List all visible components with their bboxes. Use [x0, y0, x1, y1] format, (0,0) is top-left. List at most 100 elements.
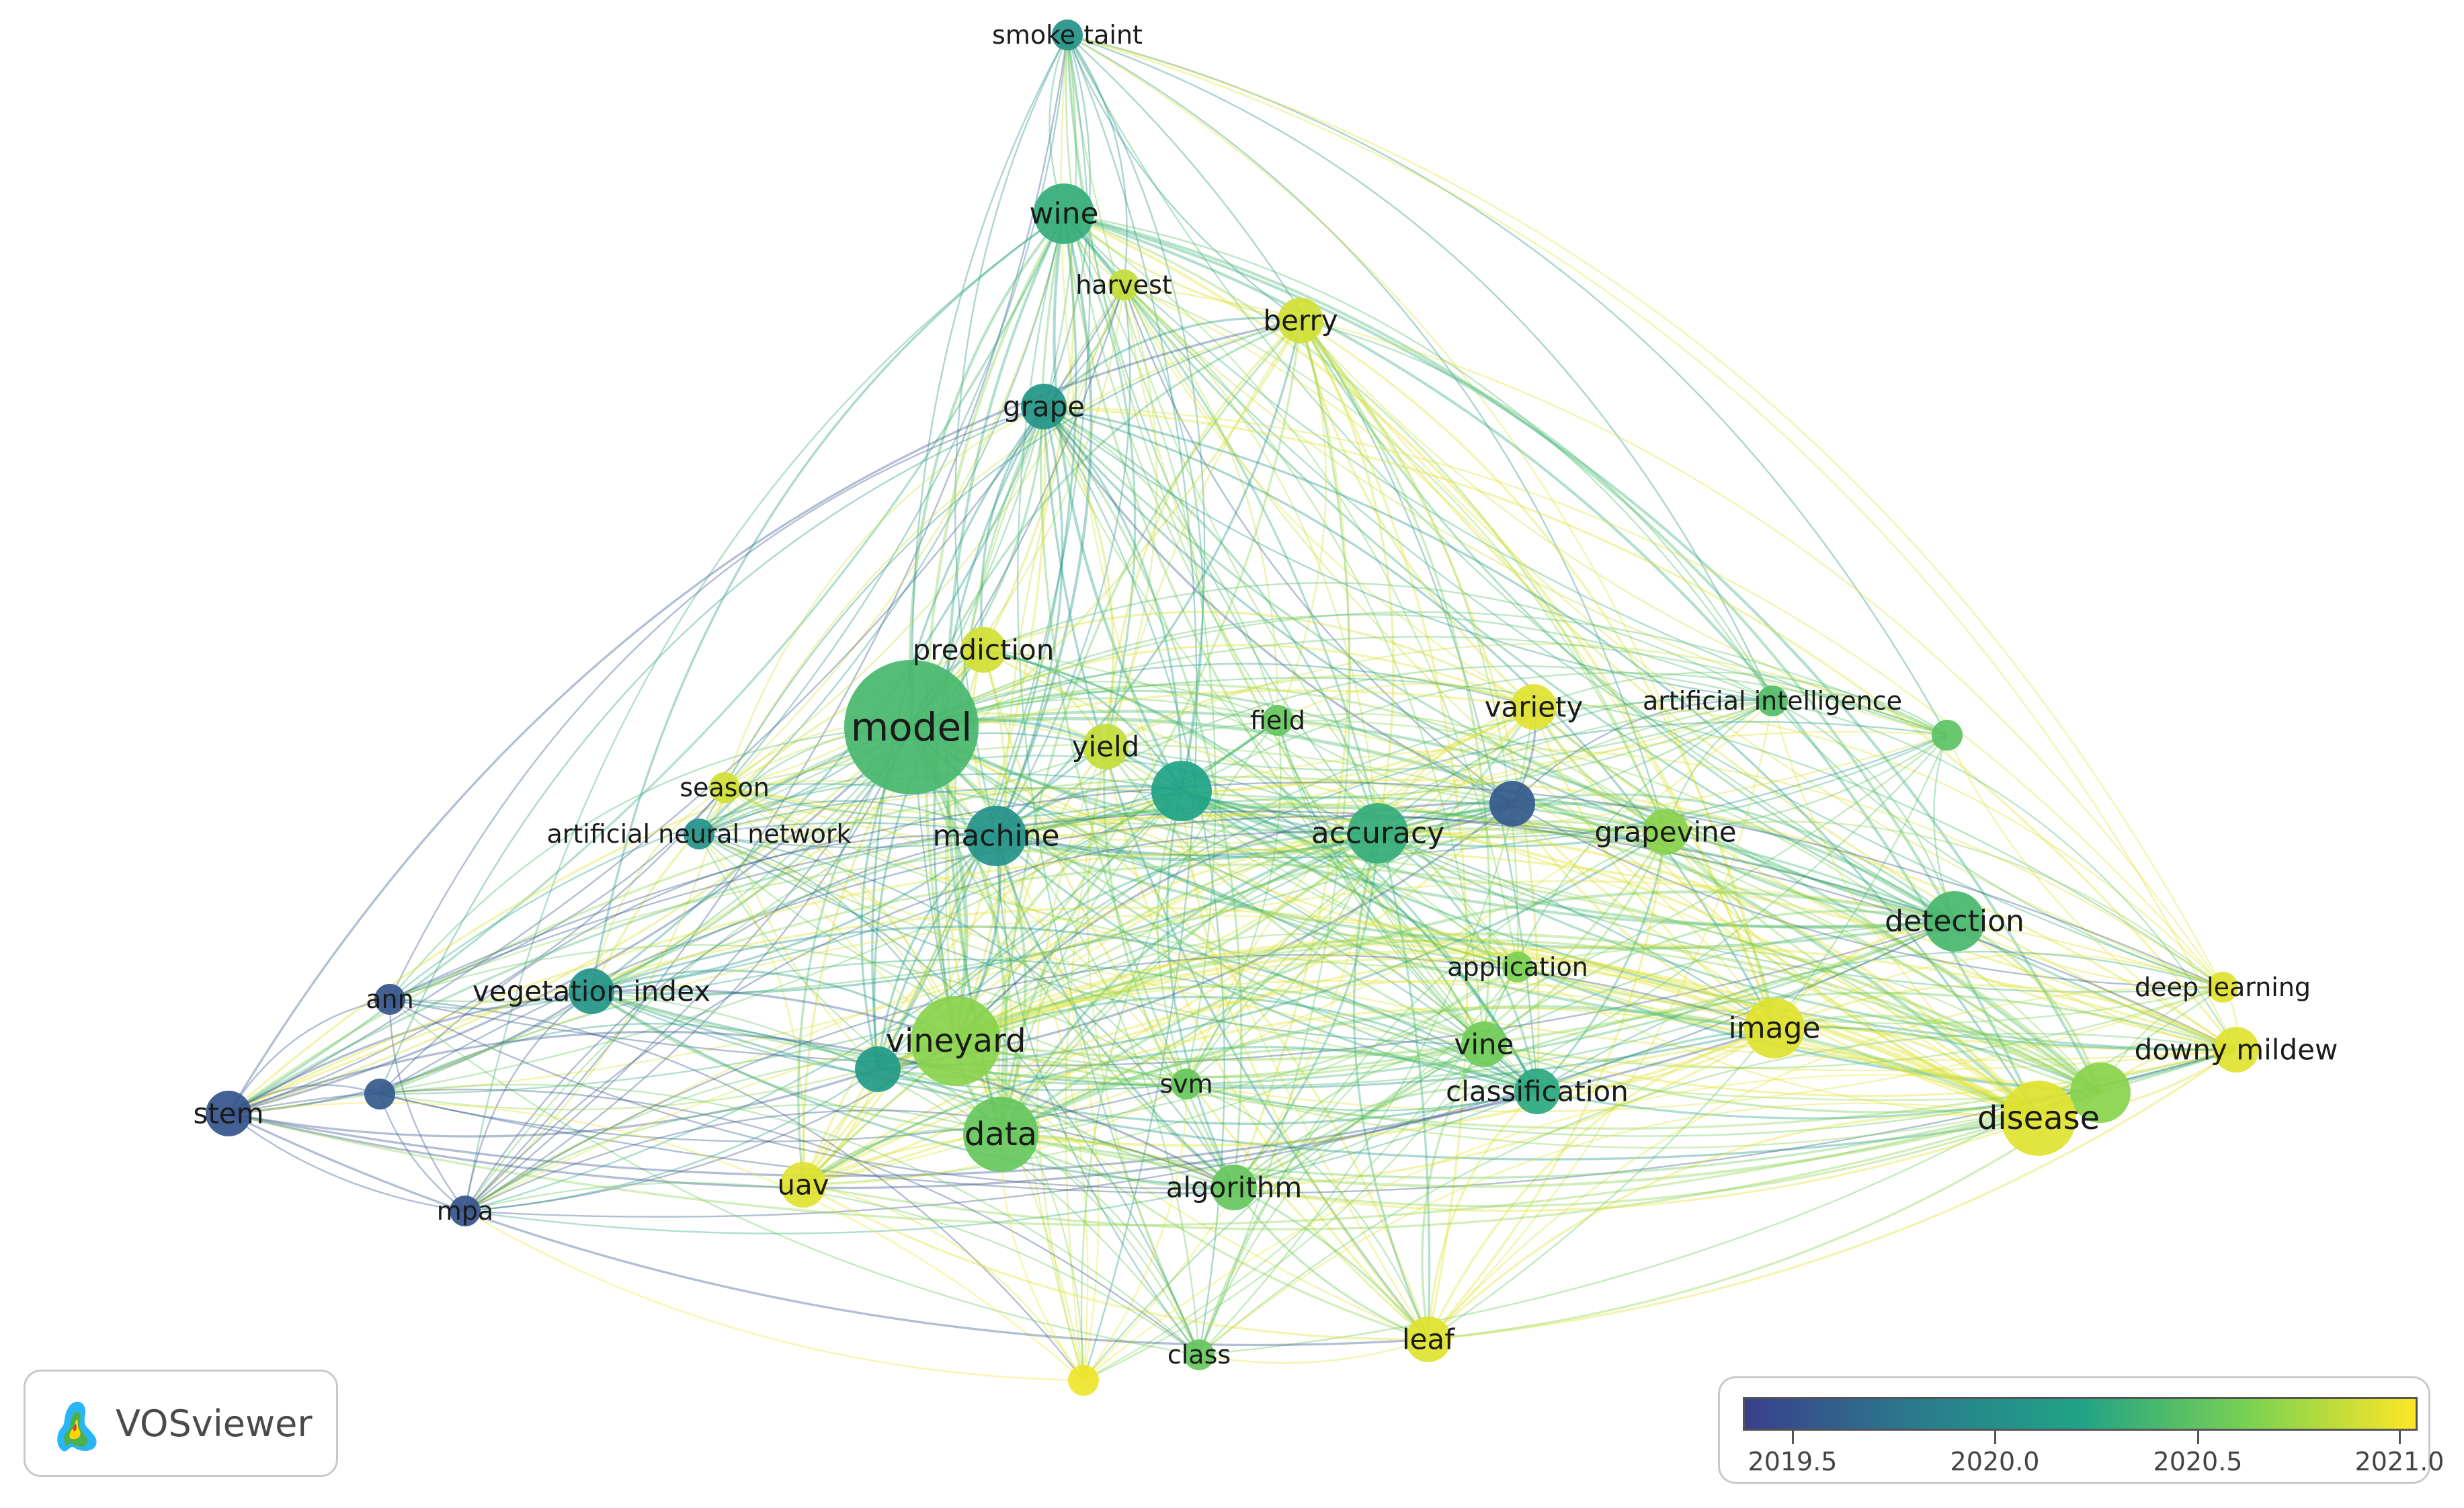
node-label-artificial-intelligence[interactable]: artificial intelligence [1643, 686, 1902, 716]
network-link [955, 832, 1379, 1043]
network-node-svm[interactable] [1171, 1069, 1202, 1099]
node-label-grape[interactable]: grape [1003, 390, 1085, 423]
network-link [999, 719, 1278, 1135]
node-label-disease[interactable]: disease [1977, 1099, 2100, 1137]
network-node-unlabeled-bottom[interactable] [1068, 1365, 1099, 1396]
network-node-ann[interactable] [374, 984, 405, 1015]
node-label-algorithm[interactable]: algorithm [1166, 1171, 1303, 1204]
node-label-deep-learning[interactable]: deep learning [2135, 972, 2311, 1002]
node-label-ann[interactable]: ann [366, 985, 413, 1014]
node-label-mpa[interactable]: mpa [437, 1196, 493, 1226]
node-label-grapevine[interactable]: grapevine [1594, 816, 1736, 849]
node-label-accuracy[interactable]: accuracy [1311, 816, 1445, 851]
network-node-artificial-neural-network[interactable] [684, 819, 714, 849]
network-node-vegetation-index[interactable] [569, 968, 614, 1014]
network-node-variety[interactable] [1511, 684, 1557, 730]
network-node-machine[interactable] [966, 806, 1026, 866]
network-node-disease[interactable] [2001, 1081, 2076, 1156]
node-label-stem[interactable]: stem [193, 1097, 263, 1130]
network-node-mpa[interactable] [450, 1196, 481, 1226]
network-link [228, 990, 592, 1115]
network-node-smoke-taint[interactable] [1052, 19, 1083, 50]
network-node-class[interactable] [1184, 1339, 1215, 1370]
node-label-harvest[interactable]: harvest [1075, 270, 1172, 300]
network-link [724, 780, 1485, 1045]
network-node-grape[interactable] [1021, 384, 1067, 429]
network-link [1017, 213, 1200, 1355]
network-node-downy-mildew[interactable] [2213, 1027, 2259, 1073]
node-label-machine[interactable]: machine [932, 819, 1059, 853]
network-link [1066, 34, 1206, 792]
network-node-vine[interactable] [1461, 1021, 1507, 1067]
node-label-season[interactable]: season [680, 773, 770, 802]
node-label-detection[interactable]: detection [1885, 905, 2024, 939]
network-link [955, 933, 1518, 1042]
node-label-wine[interactable]: wine [1029, 197, 1098, 231]
network-node-unlabeled-teal[interactable] [855, 1046, 901, 1092]
node-label-application[interactable]: application [1447, 952, 1588, 982]
node-label-vegetation-index[interactable]: vegetation index [473, 975, 710, 1008]
network-node-harvest[interactable] [1108, 269, 1139, 300]
network-node-unlabeled-center[interactable] [1151, 761, 1212, 821]
network-node-field[interactable] [1262, 705, 1293, 736]
network-link [910, 319, 1301, 728]
node-label-berry[interactable]: berry [1263, 304, 1338, 337]
network-link [1774, 1024, 2040, 1120]
node-layer[interactable] [206, 19, 2259, 1396]
network-node-berry[interactable] [1278, 298, 1323, 343]
node-label-prediction[interactable]: prediction [913, 634, 1055, 667]
network-link [698, 833, 957, 1042]
network-node-deep-learning[interactable] [2207, 972, 2238, 1003]
node-label-uav[interactable]: uav [777, 1169, 829, 1202]
network-node-unlabeled-ai[interactable] [1932, 720, 1963, 751]
network-node-season[interactable] [709, 772, 740, 803]
network-node-detection[interactable] [1924, 891, 1985, 952]
node-label-smoke-taint[interactable]: smoke taint [992, 20, 1143, 50]
node-label-vineyard[interactable]: vineyard [886, 1022, 1026, 1060]
network-link [982, 213, 1075, 651]
node-label-leaf[interactable]: leaf [1402, 1323, 1455, 1356]
node-label-classification[interactable]: classification [1446, 1075, 1629, 1108]
network-node-unlabeled-green[interactable] [2070, 1062, 2131, 1123]
network-node-wine[interactable] [1034, 183, 1094, 244]
network-node-leaf[interactable] [1405, 1316, 1451, 1362]
network-node-yield[interactable] [1083, 724, 1128, 769]
network-node-artificial-intelligence[interactable] [1757, 685, 1788, 716]
node-label-variety[interactable]: variety [1485, 691, 1584, 724]
node-label-model[interactable]: model [851, 704, 973, 750]
network-node-uav[interactable] [780, 1162, 826, 1208]
network-link [1377, 827, 2102, 1094]
network-node-classification[interactable] [1514, 1069, 1560, 1114]
network-link [464, 835, 997, 1212]
network-link [698, 663, 1534, 835]
node-label-field[interactable]: field [1250, 706, 1305, 735]
network-link [1300, 319, 1774, 702]
network-node-stem[interactable] [206, 1091, 251, 1136]
network-node-prediction[interactable] [960, 627, 1006, 673]
network-node-grapevine[interactable] [1643, 809, 1688, 855]
node-label-artificial-neural-network[interactable]: artificial neural network [546, 819, 851, 849]
node-label-class[interactable]: class [1167, 1340, 1231, 1370]
network-link [1665, 821, 2223, 988]
network-node-image[interactable] [1744, 998, 1805, 1058]
network-node-application[interactable] [1502, 952, 1533, 982]
network-node-data[interactable] [963, 1097, 1038, 1172]
network-node-model[interactable] [844, 660, 979, 794]
node-label-vine[interactable]: vine [1454, 1028, 1514, 1061]
node-label-data[interactable]: data [964, 1116, 1037, 1153]
network-node-algorithm[interactable] [1211, 1165, 1257, 1210]
node-label-image[interactable]: image [1728, 1011, 1820, 1046]
network-link [1063, 213, 1948, 737]
node-label-downy-mildew[interactable]: downy mildew [2135, 1034, 2338, 1066]
network-link [228, 284, 1125, 1115]
network-link [1065, 320, 1301, 1381]
network-node-unlabeled-purple[interactable] [1489, 781, 1535, 827]
node-label-svm[interactable]: svm [1159, 1069, 1213, 1099]
node-label-yield[interactable]: yield [1072, 730, 1140, 763]
network-link [1233, 1091, 2101, 1208]
network-node-accuracy[interactable] [1348, 803, 1408, 864]
network-node-vineyard[interactable] [911, 996, 1001, 1086]
network-node-unlabeled-small[interactable] [364, 1079, 395, 1109]
